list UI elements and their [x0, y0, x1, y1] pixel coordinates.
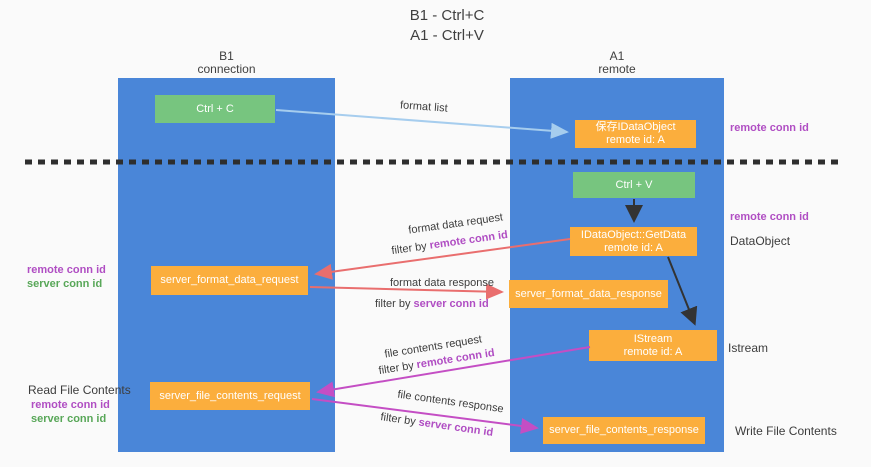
- server-conn-id-text-2: server conn id: [417, 416, 494, 439]
- istream-line2: remote id: A: [623, 345, 683, 358]
- getdata-line2: remote id: A: [604, 241, 663, 254]
- dataobject-annotation: DataObject: [730, 234, 791, 248]
- server-format-data-response-label: server_format_data_response: [515, 287, 662, 300]
- format-list-label: format list: [399, 99, 449, 115]
- istream-annotation: Istream: [728, 341, 769, 355]
- left-remote-conn-id-annotation-2: remote conn id: [31, 399, 110, 411]
- remote-conn-id-annotation-mid: remote conn id: [730, 211, 809, 223]
- left-lane-header: B1 connection: [118, 50, 335, 76]
- filter-by-text-1: filter by: [390, 240, 428, 258]
- right-lane-role: remote: [598, 62, 636, 76]
- format-data-response-label: format data response: [390, 277, 494, 289]
- save-idataobject-line2: remote id: A: [606, 134, 665, 146]
- server-file-contents-response-box: server_file_contents_response: [543, 417, 705, 444]
- left-remote-conn-id-annotation-1: remote conn id: [27, 264, 106, 276]
- getdata-line1: IDataObject::GetData: [580, 228, 687, 241]
- left-lane-name: B1: [219, 49, 234, 63]
- getdata-box: IDataObject::GetData remote id: A: [570, 227, 697, 256]
- istream-box: IStream remote id: A: [589, 330, 717, 361]
- save-idataobject-line1: 保存IDataObject: [595, 121, 676, 133]
- diagram-title: B1 - Ctrl+C A1 - Ctrl+V: [347, 6, 547, 46]
- title-line-1: B1 - Ctrl+C: [409, 7, 485, 24]
- right-lane-name: A1: [609, 49, 625, 63]
- file-contents-response-label: file contents response: [396, 388, 505, 416]
- ctrl-v-label: Ctrl + V: [615, 178, 653, 191]
- read-file-contents-annotation: Read File Contents: [28, 383, 131, 397]
- remote-conn-id-text-1: remote conn id: [428, 228, 509, 252]
- filter-by-text-4: filter by: [379, 411, 417, 428]
- ctrl-v-box: Ctrl + V: [573, 172, 695, 198]
- filter-by-server-conn-id-label-2: filter byserver conn id: [380, 411, 494, 439]
- write-file-contents-annotation: Write File Contents: [735, 424, 837, 438]
- left-server-conn-id-annotation-2: server conn id: [31, 413, 107, 425]
- left-server-conn-id-annotation-1: server conn id: [27, 278, 103, 290]
- save-idataobject-box: 保存IDataObject remote id: A: [575, 120, 696, 148]
- server-conn-id-text-1: server conn id: [413, 298, 489, 310]
- istream-line1: IStream: [633, 332, 673, 345]
- ctrl-c-box: Ctrl + C: [155, 95, 275, 123]
- server-format-data-request-box: server_format_data_request: [151, 266, 308, 295]
- remote-conn-id-annotation-top: remote conn id: [730, 122, 809, 134]
- filter-by-text-3: filter by: [377, 359, 415, 378]
- server-format-data-request-label: server_format_data_request: [160, 274, 299, 286]
- server-format-data-response-box: server_format_data_response: [509, 280, 668, 308]
- server-file-contents-request-box: server_file_contents_request: [150, 382, 310, 410]
- left-lane-role: connection: [197, 62, 256, 76]
- filter-by-text-2: filter by: [375, 298, 411, 310]
- title-line-2: A1 - Ctrl+V: [410, 27, 484, 44]
- server-file-contents-request-label: server_file_contents_request: [159, 389, 301, 402]
- right-lane-header: A1 remote: [510, 50, 724, 76]
- server-file-contents-response-label: server_file_contents_response: [549, 424, 699, 436]
- ctrl-c-label: Ctrl + C: [196, 102, 234, 115]
